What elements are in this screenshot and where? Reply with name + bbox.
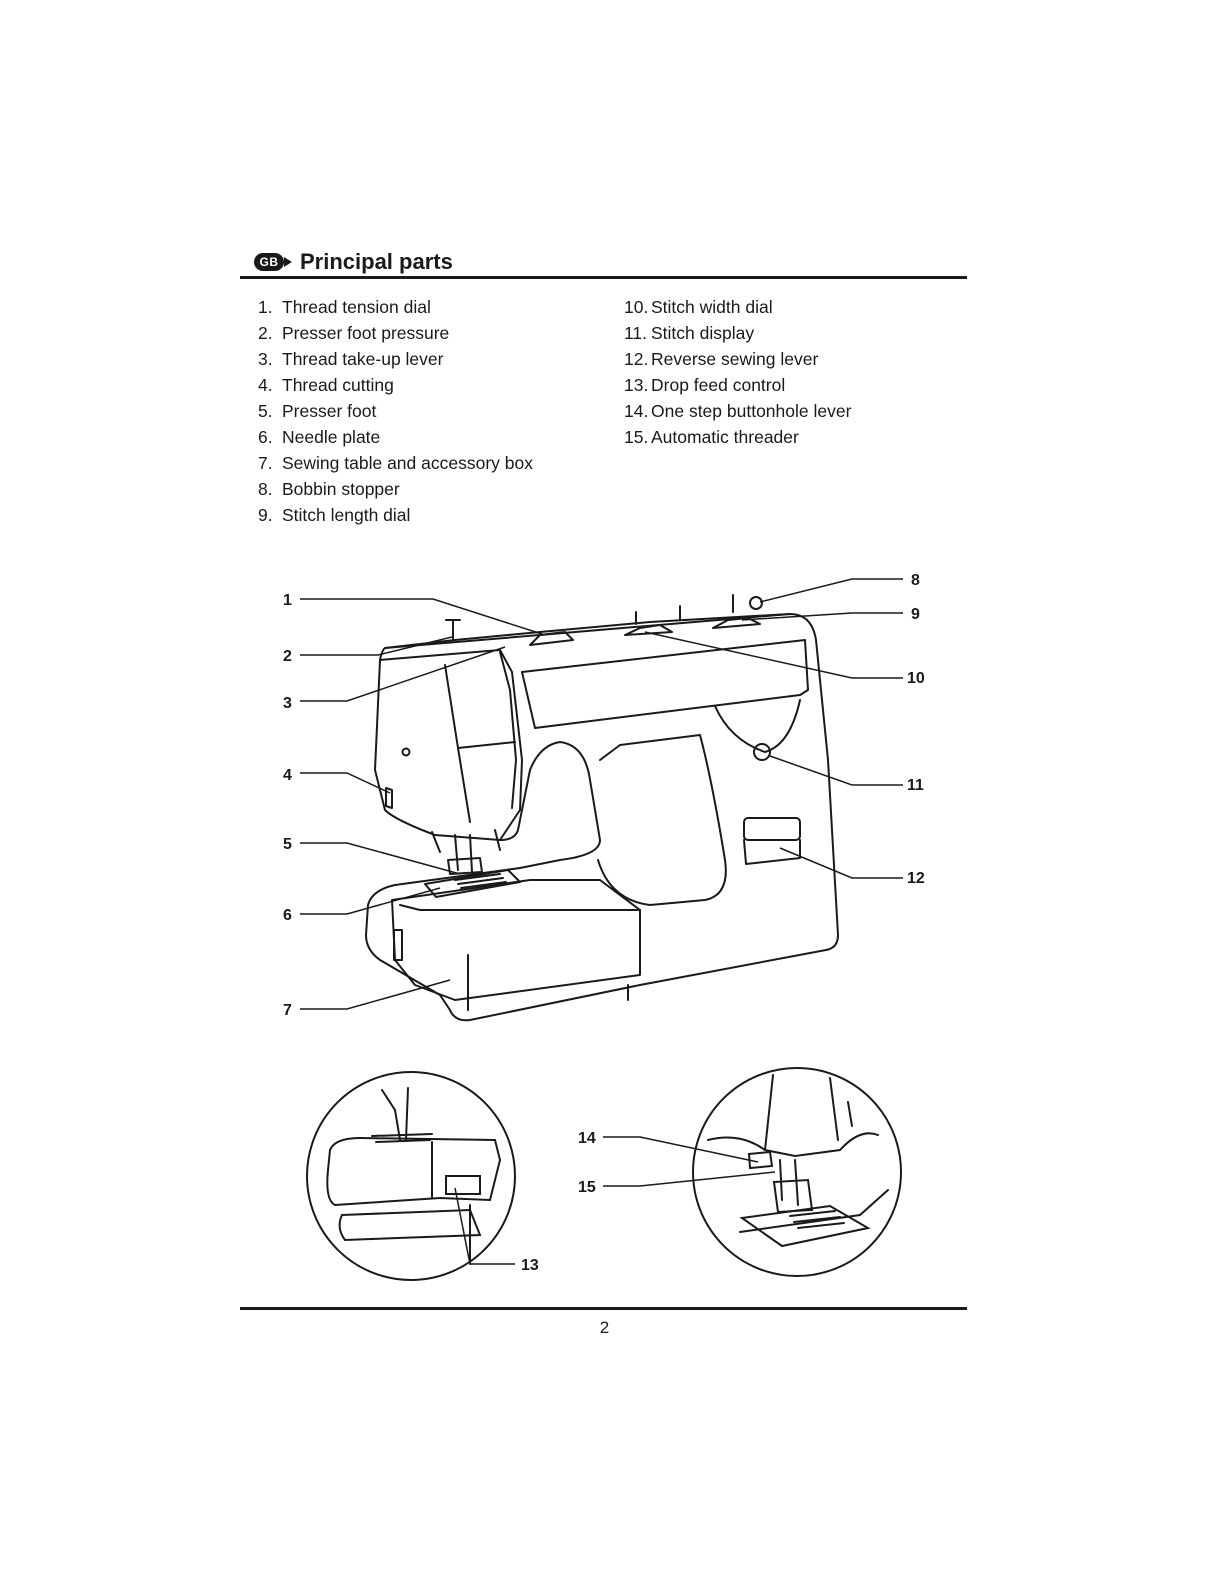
list-item: 14.One step buttonhole lever xyxy=(624,401,852,421)
callout-7: 7 xyxy=(283,1002,292,1019)
leader-5 xyxy=(300,842,461,875)
list-item: 1.Thread tension dial xyxy=(258,297,431,317)
thread-cutter xyxy=(385,787,393,809)
list-item: 6.Needle plate xyxy=(258,427,381,447)
leader-13 xyxy=(454,1187,515,1265)
language-badge: GB xyxy=(254,253,292,271)
parts-list-right: 10.Stitch width dial 11.Stitch display 1… xyxy=(624,294,851,450)
stitch-length-dial xyxy=(712,617,761,629)
top-rule xyxy=(240,276,967,279)
list-item: 4.Thread cutting xyxy=(258,375,394,395)
leader-8 xyxy=(759,578,903,603)
leader-10 xyxy=(644,631,903,679)
table-latch xyxy=(393,929,403,961)
leader-15 xyxy=(603,1171,776,1187)
stitch-width-dial xyxy=(624,624,673,636)
list-item: 11.Stitch display xyxy=(624,323,755,343)
leader-4 xyxy=(300,772,391,794)
callout-14: 14 xyxy=(578,1130,596,1147)
list-item: 2.Presser foot pressure xyxy=(258,323,450,343)
leader-3 xyxy=(300,646,506,702)
tension-dial xyxy=(529,631,574,646)
callout-1: 1 xyxy=(283,592,292,609)
list-item: 15.Automatic threader xyxy=(624,427,799,447)
callout-10: 10 xyxy=(907,670,925,687)
callout-2: 2 xyxy=(283,648,292,665)
presser-foot-shape xyxy=(447,834,483,875)
list-item: 10.Stitch width dial xyxy=(624,297,773,317)
callout-4: 4 xyxy=(283,767,292,784)
callout-13: 13 xyxy=(521,1257,539,1274)
callout-5: 5 xyxy=(283,836,292,853)
spool-pin-2 xyxy=(635,594,734,625)
machine-arm xyxy=(597,734,727,906)
callout-labels: 1 2 3 4 5 6 7 8 9 10 11 12 13 14 15 xyxy=(283,572,925,1274)
callout-6: 6 xyxy=(283,907,292,924)
detail-circle-buttonhole xyxy=(692,1067,902,1277)
head-cover-inner xyxy=(444,664,471,823)
leader-11 xyxy=(769,755,903,786)
list-item: 5.Presser foot xyxy=(258,401,377,421)
callout-12: 12 xyxy=(907,870,925,887)
list-item: 13.Drop feed control xyxy=(624,375,786,395)
list-item: 12.Reverse sewing lever xyxy=(624,349,819,369)
list-item: 7.Sewing table and accessory box xyxy=(258,453,533,473)
leader-2 xyxy=(300,636,453,656)
leader-14 xyxy=(603,1136,759,1163)
callout-9: 9 xyxy=(911,606,920,623)
leader-1 xyxy=(300,598,546,636)
leader-6 xyxy=(300,887,441,915)
callout-15: 15 xyxy=(578,1179,596,1196)
callout-3: 3 xyxy=(283,695,292,712)
bottom-rule xyxy=(240,1307,967,1310)
page-title: Principal parts xyxy=(300,249,453,274)
parts-list-left: 1.Thread tension dial 2.Presser foot pre… xyxy=(258,294,533,528)
spool-pin-1 xyxy=(445,619,461,641)
leader-9 xyxy=(741,612,903,621)
list-item: 8.Bobbin stopper xyxy=(258,479,400,499)
callout-11: 11 xyxy=(907,777,924,794)
page-number: 2 xyxy=(599,1318,610,1337)
head-cover xyxy=(379,649,523,841)
front-window xyxy=(521,639,809,729)
sewing-table xyxy=(391,879,641,1001)
display-arc xyxy=(714,699,801,753)
leader-7 xyxy=(300,979,451,1010)
list-item: 9.Stitch length dial xyxy=(258,505,411,525)
callout-8: 8 xyxy=(911,572,920,589)
reverse-lever xyxy=(743,817,801,841)
bobbin-winder xyxy=(749,596,763,610)
needle-plate-shape xyxy=(424,869,521,898)
detail-circle-drop-feed xyxy=(306,1071,516,1281)
leader-12 xyxy=(779,847,903,879)
section-heading: GB Principal parts xyxy=(254,248,453,276)
list-item: 3.Thread take-up lever xyxy=(258,349,444,369)
